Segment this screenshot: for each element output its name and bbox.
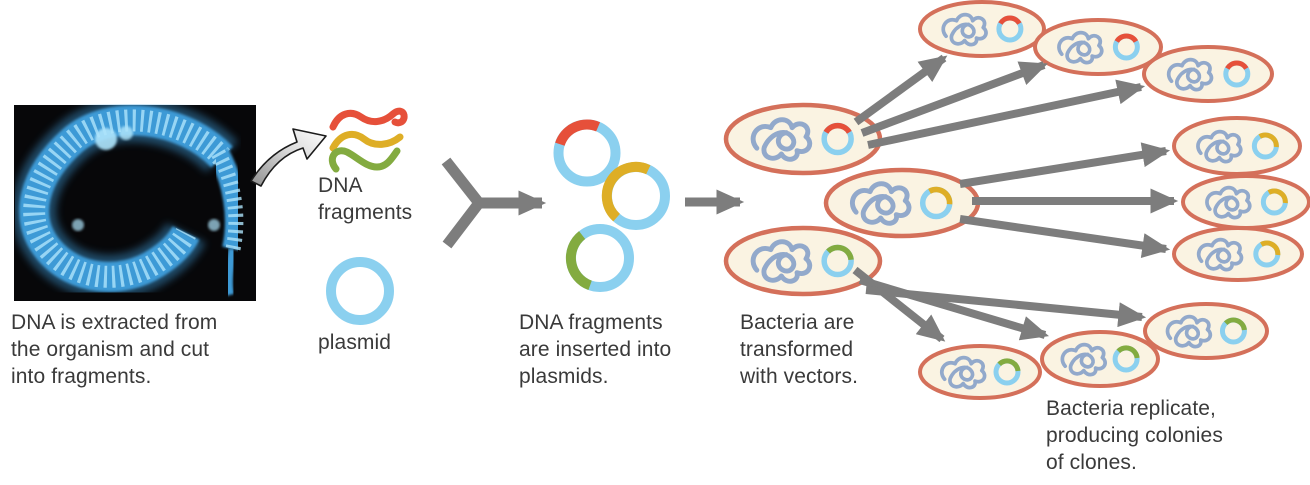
plasmid-icon — [326, 257, 394, 325]
cell-plasmid-insert-yellow — [1267, 188, 1288, 204]
cell-plasmid-insert-red — [823, 122, 852, 134]
caption-insert: DNA fragments are inserted into plasmids… — [519, 311, 672, 388]
colony-bacterium-yellow — [1181, 174, 1310, 230]
source-bacterium-green — [723, 225, 883, 297]
cell-plasmid-insert-red — [998, 15, 1022, 25]
organism-micrograph-photo — [12, 98, 256, 301]
cell-plasmid-insert-red — [1114, 33, 1139, 43]
recombinant-plasmid-green — [565, 224, 634, 292]
colony-bacterium-red — [1142, 45, 1274, 103]
source-bacterium-red — [723, 102, 883, 176]
dna-fragment-yellow — [329, 130, 404, 152]
colony-bacterium-red — [918, 0, 1046, 58]
label-plasmid: plasmid — [318, 331, 392, 354]
cell-plasmid-insert-green — [826, 244, 854, 261]
caption-extract: DNA is extracted from the organism and c… — [11, 311, 218, 388]
cell-plasmid-insert-yellow — [928, 186, 953, 205]
worm-body — [12, 98, 247, 299]
cell-plasmid-insert-green — [997, 358, 1021, 372]
cell-plasmid-insert-yellow — [1258, 132, 1279, 148]
dna-fragments-icon — [328, 107, 408, 173]
colony-bacterium-green — [1040, 330, 1160, 388]
colony-bacterium-yellow — [1172, 116, 1302, 176]
colony-bacterium-green — [1143, 302, 1269, 360]
label-dna-fragments: DNA fragments — [318, 174, 413, 224]
cell-plasmid-insert-green — [1223, 317, 1247, 331]
colony-bacterium-green — [918, 344, 1042, 400]
colony-bacterium-red — [1033, 18, 1163, 76]
extraction-arrow — [250, 128, 327, 187]
recombinant-plasmid-red — [553, 119, 621, 187]
merge-arrow — [441, 157, 547, 249]
colony-bacterium-yellow — [1172, 226, 1304, 282]
caption-replicate: Bacteria replicate, producing colonies o… — [1046, 397, 1223, 474]
bacteria-cells — [723, 0, 1310, 400]
replication-arrows — [852, 54, 1179, 343]
cell-plasmid-insert-yellow — [1260, 240, 1281, 256]
cell-plasmid-insert-green — [1116, 345, 1140, 359]
cell-plasmid-insert-red — [1225, 60, 1249, 70]
recombinant-plasmids — [553, 119, 670, 292]
source-bacterium-yellow — [823, 167, 981, 239]
dna-fragment-red — [329, 107, 408, 131]
dna-fragment-green — [328, 147, 401, 173]
caption-transform: Bacteria are transformed with vectors. — [740, 311, 858, 388]
recombinant-plasmid-yellow — [601, 161, 670, 230]
